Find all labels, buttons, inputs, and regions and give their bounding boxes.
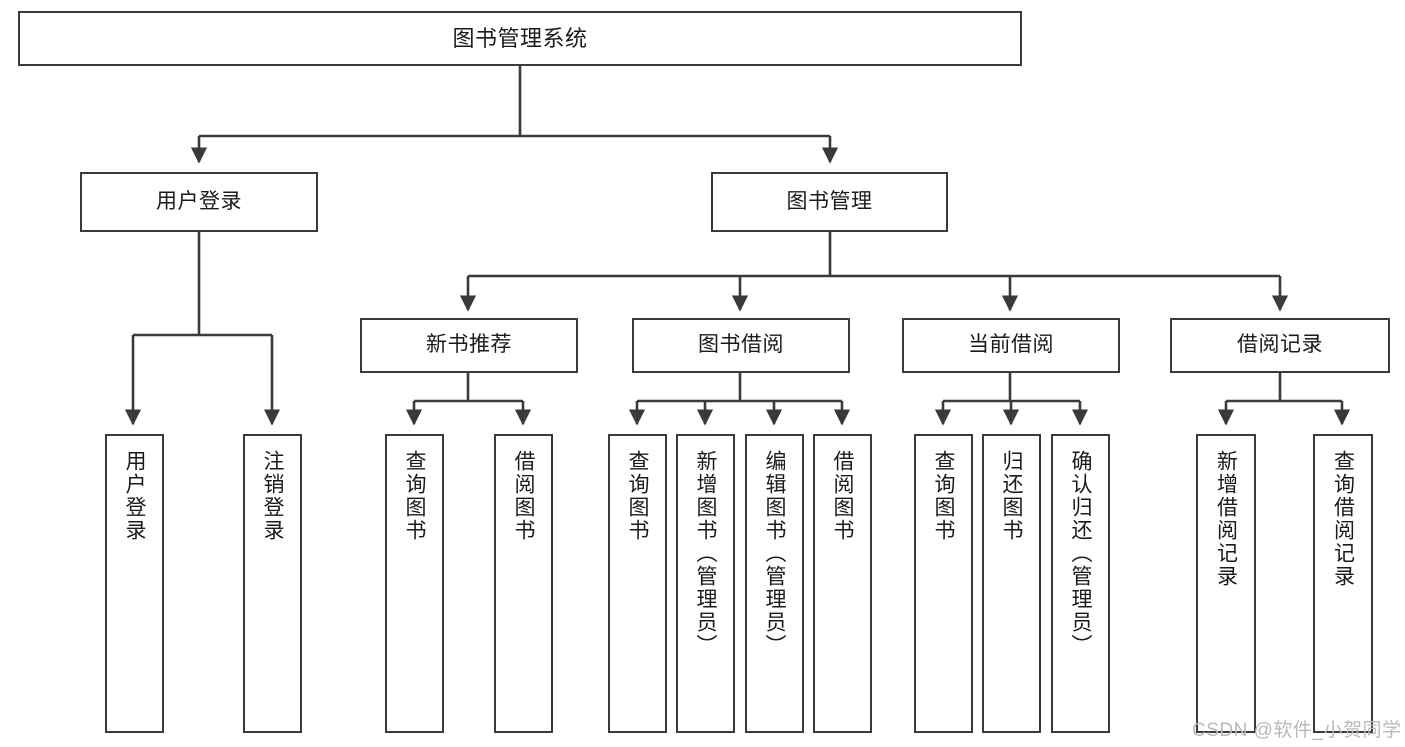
- leaf-edit-book-admin[interactable]: 编辑图书（管理员）: [745, 434, 804, 733]
- leaf-query-book-recommend[interactable]: 查询图书: [385, 434, 444, 733]
- node-user-login[interactable]: 用户登录: [80, 172, 318, 232]
- leaf-add-book-admin[interactable]: 新增图书（管理员）: [676, 434, 735, 733]
- node-book-management[interactable]: 图书管理: [711, 172, 948, 232]
- leaf-borrow-book[interactable]: 借阅图书: [813, 434, 872, 733]
- node-label: 借阅图书: [831, 450, 854, 542]
- node-label: 归还图书: [1000, 450, 1023, 542]
- node-label: 查询图书: [932, 450, 955, 542]
- node-label: 查询图书: [403, 450, 426, 542]
- node-label: 新增借阅记录: [1214, 450, 1238, 588]
- leaf-logout[interactable]: 注销登录: [243, 434, 302, 733]
- leaf-confirm-return-admin[interactable]: 确认归还（管理员）: [1051, 434, 1110, 733]
- leaf-query-borrow-record[interactable]: 查询借阅记录: [1313, 434, 1373, 733]
- node-label: 图书管理系统: [452, 25, 588, 51]
- node-label: 图书管理: [786, 189, 873, 213]
- node-current-borrow[interactable]: 当前借阅: [902, 318, 1120, 373]
- node-label: 查询图书: [626, 450, 649, 542]
- leaf-add-borrow-record[interactable]: 新增借阅记录: [1196, 434, 1256, 733]
- leaf-borrow-book-recommend[interactable]: 借阅图书: [494, 434, 553, 733]
- node-label: 确认归还（管理员）: [1069, 450, 1092, 657]
- leaf-query-book-current[interactable]: 查询图书: [914, 434, 973, 733]
- node-label: 借阅记录: [1237, 333, 1323, 357]
- node-label: 注销登录: [261, 450, 284, 542]
- watermark-text: CSDN @软件_小贺同学: [1192, 720, 1402, 741]
- node-label: 编辑图书（管理员）: [763, 450, 786, 657]
- leaf-return-book[interactable]: 归还图书: [982, 434, 1041, 733]
- node-label: 图书借阅: [698, 333, 784, 357]
- node-label: 新书推荐: [426, 333, 512, 357]
- node-label: 新增图书（管理员）: [694, 450, 717, 657]
- node-book-borrow[interactable]: 图书借阅: [632, 318, 850, 373]
- leaf-user-login[interactable]: 用户登录: [105, 434, 164, 733]
- node-label: 借阅图书: [512, 450, 535, 542]
- node-root-system[interactable]: 图书管理系统: [18, 11, 1022, 66]
- node-borrow-records[interactable]: 借阅记录: [1170, 318, 1390, 373]
- node-new-book-recommend[interactable]: 新书推荐: [360, 318, 578, 373]
- node-label: 查询借阅记录: [1331, 450, 1355, 588]
- node-label: 用户登录: [123, 450, 146, 542]
- node-label: 当前借阅: [968, 333, 1054, 357]
- leaf-query-book-borrow[interactable]: 查询图书: [608, 434, 667, 733]
- node-label: 用户登录: [156, 189, 242, 213]
